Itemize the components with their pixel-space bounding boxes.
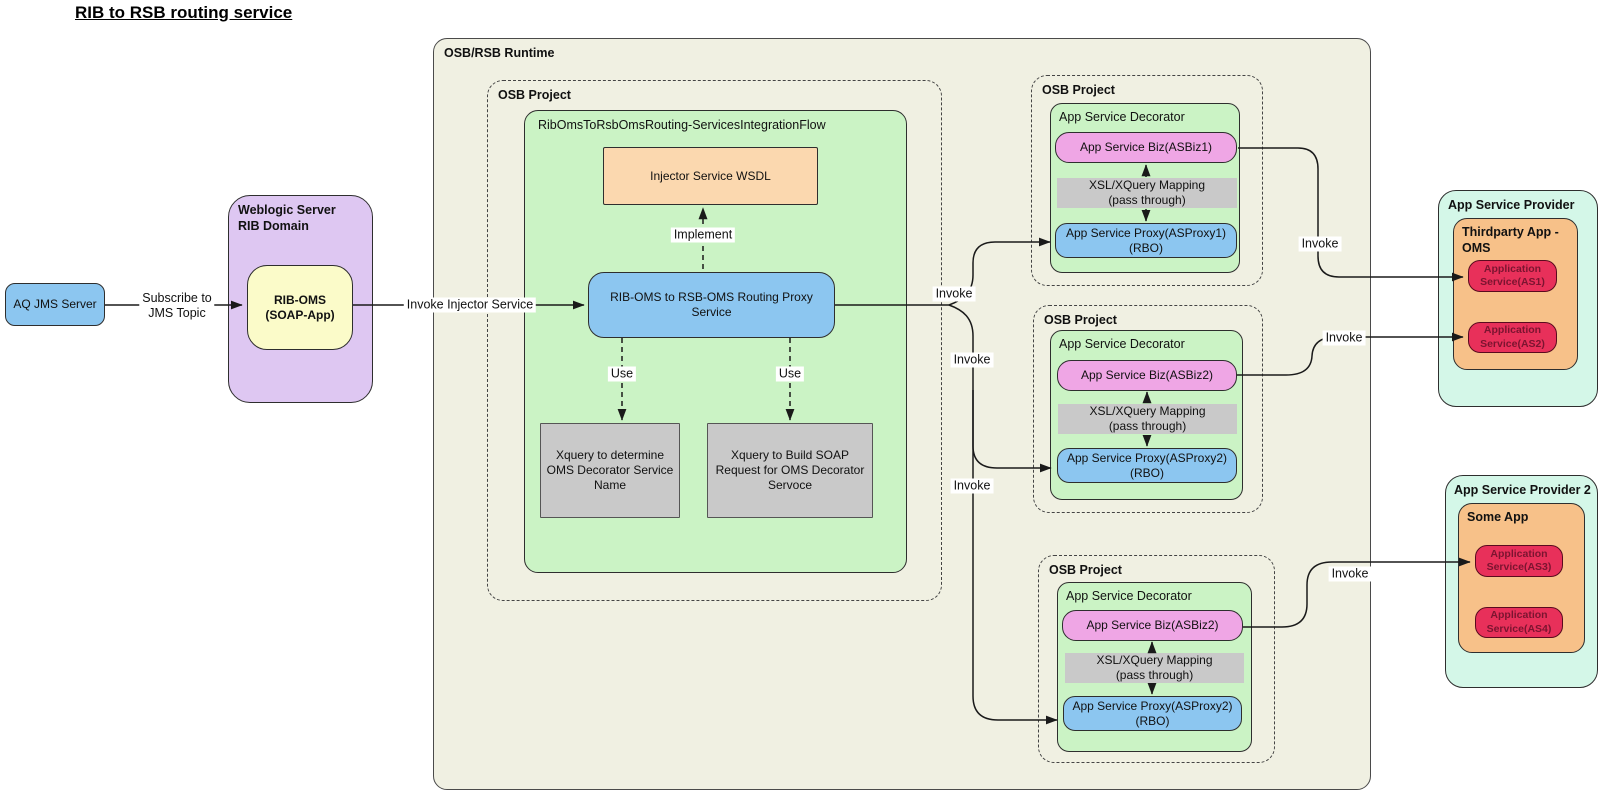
page-title: RIB to RSB routing service	[75, 3, 293, 22]
node-application-service-as4: Application Service(AS4)	[1475, 607, 1563, 638]
provider-2-label: App Service Provider 2	[1454, 483, 1591, 497]
node-app-service-biz-2: App Service Biz(ASBiz2)	[1057, 360, 1237, 391]
some-app-label: Some App	[1467, 510, 1529, 524]
node-injector-service-wsdl: Injector Service WSDL	[603, 147, 818, 205]
node-xsl-xquery-mapping-1: XSL/XQuery Mapping (pass through)	[1057, 178, 1237, 208]
node-rib-oms: RIB-OMS (SOAP-App)	[247, 265, 353, 350]
node-application-service-as2: Application Service(AS2)	[1468, 322, 1557, 353]
runtime-label: OSB/RSB Runtime	[444, 46, 555, 60]
label-invoke-out1: Invoke	[1298, 236, 1342, 252]
thirdparty-app-label: Thirdparty App - OMS	[1462, 225, 1559, 256]
node-app-service-proxy-2: App Service Proxy(ASProxy2) (RBO)	[1057, 448, 1237, 483]
osb-project-1-label: OSB Project	[1042, 83, 1115, 97]
osb-project-3-label: OSB Project	[1049, 563, 1122, 577]
provider-1-label: App Service Provider	[1448, 198, 1575, 212]
node-routing-proxy-service: RIB-OMS to RSB-OMS Routing Proxy Service	[588, 272, 835, 338]
label-implement: Implement	[670, 227, 736, 243]
decorator-1-label: App Service Decorator	[1059, 110, 1185, 124]
weblogic-domain-label: Weblogic Server RIB Domain	[238, 203, 336, 234]
node-xquery-determine-name: Xquery to determine OMS Decorator Servic…	[540, 423, 680, 518]
node-aq-jms-server: AQ JMS Server	[5, 283, 105, 326]
container-osb-project-routing: OSB Project	[487, 80, 942, 601]
services-integration-flow-label: RibOmsToRsbOmsRouting-ServicesIntegratio…	[538, 118, 826, 132]
decorator-2-label: App Service Decorator	[1059, 337, 1185, 351]
osb-project-2-label: OSB Project	[1044, 313, 1117, 327]
decorator-3-label: App Service Decorator	[1066, 589, 1192, 603]
label-use-1: Use	[607, 366, 637, 382]
node-xsl-xquery-mapping-3: XSL/XQuery Mapping (pass through)	[1065, 653, 1244, 683]
label-invoke-out2: Invoke	[1322, 330, 1366, 346]
node-app-service-biz-3: App Service Biz(ASBiz2)	[1062, 610, 1243, 641]
label-invoke-branch: Invoke	[932, 286, 976, 302]
node-app-service-proxy-3: App Service Proxy(ASProxy2) (RBO)	[1063, 696, 1242, 731]
osb-project-routing-label: OSB Project	[498, 88, 571, 102]
node-application-service-as1: Application Service(AS1)	[1468, 260, 1557, 292]
node-xquery-build-soap: Xquery to Build SOAP Request for OMS Dec…	[707, 423, 873, 518]
node-app-service-biz-1: App Service Biz(ASBiz1)	[1055, 132, 1237, 163]
label-invoke-out3: Invoke	[1328, 566, 1372, 582]
node-xsl-xquery-mapping-2: XSL/XQuery Mapping (pass through)	[1058, 404, 1237, 434]
label-invoke-mid: Invoke	[950, 352, 994, 368]
node-application-service-as3: Application Service(AS3)	[1475, 545, 1563, 577]
label-invoke-injector-service: Invoke Injector Service	[403, 297, 537, 313]
node-app-service-proxy-1: App Service Proxy(ASProxy1) (RBO)	[1055, 223, 1237, 258]
label-use-2: Use	[775, 366, 805, 382]
label-invoke-bottom: Invoke	[950, 478, 994, 494]
label-subscribe-jms-topic: Subscribe to JMS Topic	[139, 291, 215, 321]
